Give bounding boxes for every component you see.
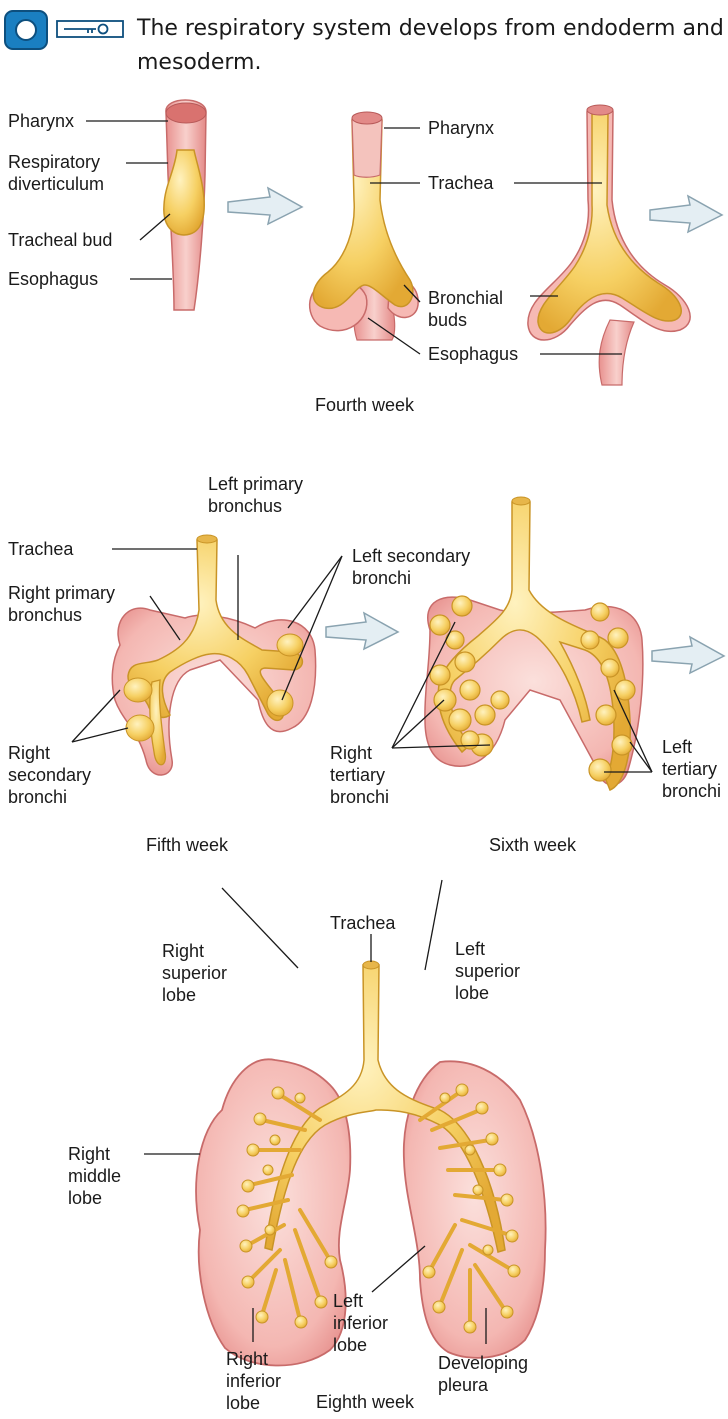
label-left-tertiary-bronchi: Left tertiary bronchi: [662, 736, 721, 802]
label-trachea-eighth: Trachea: [330, 912, 395, 934]
label-trachea-fifth: Trachea: [8, 538, 73, 560]
label-esophagus: Esophagus: [8, 268, 98, 290]
label-developing-pleura: Developing pleura: [438, 1352, 528, 1396]
label-right-tertiary-bronchi: Right tertiary bronchi: [330, 742, 389, 808]
lock-badge: [4, 10, 48, 50]
label-left-secondary-bronchi: Left secondary bronchi: [352, 545, 470, 589]
caption-eighth-week: Eighth week: [316, 1391, 414, 1413]
fifth-week-drawing: [112, 535, 315, 775]
label-right-primary-bronchus: Right primary bronchus: [8, 582, 115, 626]
fourth-week-stage-2: [310, 112, 418, 340]
label-pharynx-2: Pharynx: [428, 117, 494, 139]
caption-fifth-week: Fifth week: [146, 834, 228, 856]
arrow-2: [650, 196, 722, 232]
caption-sixth-week: Sixth week: [489, 834, 576, 856]
label-right-superior-lobe: Right superior lobe: [162, 940, 227, 1006]
key-icon: [56, 18, 124, 40]
label-tracheal-bud: Tracheal bud: [8, 229, 112, 251]
label-esophagus-2: Esophagus: [428, 343, 518, 365]
label-left-superior-lobe: Left superior lobe: [455, 938, 520, 1004]
label-respiratory-diverticulum: Respiratory diverticulum: [8, 151, 104, 195]
label-right-secondary-bronchi: Right secondary bronchi: [8, 742, 91, 808]
lock-icon: [15, 19, 37, 41]
label-bronchial-buds: Bronchial buds: [428, 287, 503, 331]
fourth-week-stage-3: [528, 105, 690, 385]
label-trachea: Trachea: [428, 172, 493, 194]
label-left-inferior-lobe: Left inferior lobe: [333, 1290, 388, 1356]
label-right-middle-lobe: Right middle lobe: [68, 1143, 121, 1209]
arrow-3: [326, 613, 398, 649]
arrow-4: [652, 637, 724, 673]
label-pharynx: Pharynx: [8, 110, 74, 132]
label-right-inferior-lobe: Right inferior lobe: [226, 1348, 281, 1414]
arrow-1: [228, 188, 302, 224]
header-text: The respiratory system develops from end…: [137, 12, 727, 80]
caption-fourth-week: Fourth week: [315, 394, 414, 416]
label-left-primary-bronchus: Left primary bronchus: [208, 473, 303, 517]
